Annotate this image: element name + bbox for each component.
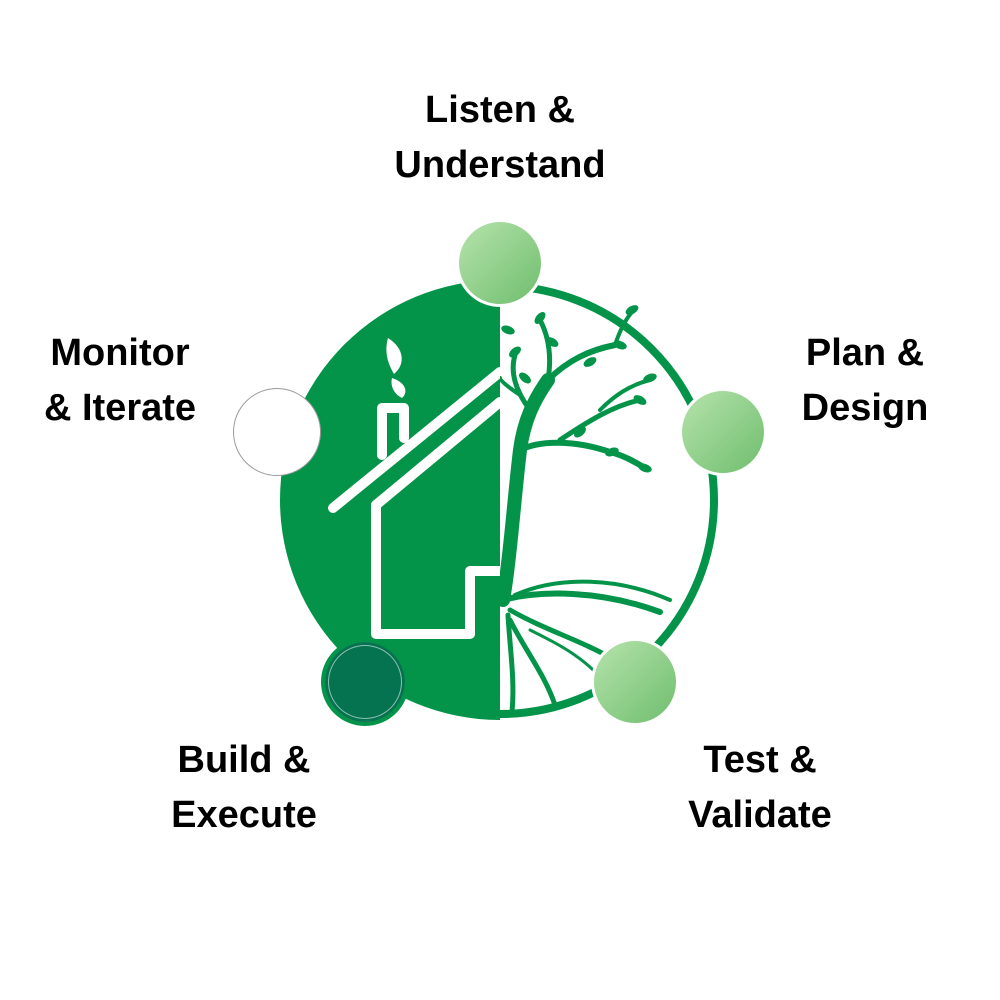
plan-design-marker — [679, 388, 767, 476]
test-validate-marker — [591, 638, 679, 726]
listen-understand-label: Listen & Understand — [360, 83, 640, 193]
build-execute-label: Build & Execute — [134, 733, 354, 843]
plan-design-label: Plan & Design — [770, 326, 960, 436]
stage-label-line: Understand — [394, 144, 606, 186]
stage-label-line: Monitor — [50, 332, 190, 374]
test-validate-label: Test & Validate — [650, 733, 870, 843]
stage-label-line: & Iterate — [43, 387, 197, 429]
stage-label-line: Listen & — [425, 89, 575, 131]
listen-understand-marker — [456, 219, 544, 307]
stage-label-line: Execute — [171, 794, 317, 836]
stage-label-line: Plan & — [805, 332, 925, 374]
build-execute-marker — [321, 638, 409, 726]
stage-label-line: Test & — [703, 739, 817, 781]
stage-label-line: Build & — [177, 739, 311, 781]
monitor-iterate-label: Monitor & Iterate — [20, 326, 220, 436]
stage-label-line: Validate — [688, 794, 832, 836]
house-half — [280, 280, 500, 720]
monitor-iterate-marker — [233, 388, 321, 476]
tree-half — [500, 282, 718, 718]
stage-label-line: Design — [801, 387, 929, 429]
